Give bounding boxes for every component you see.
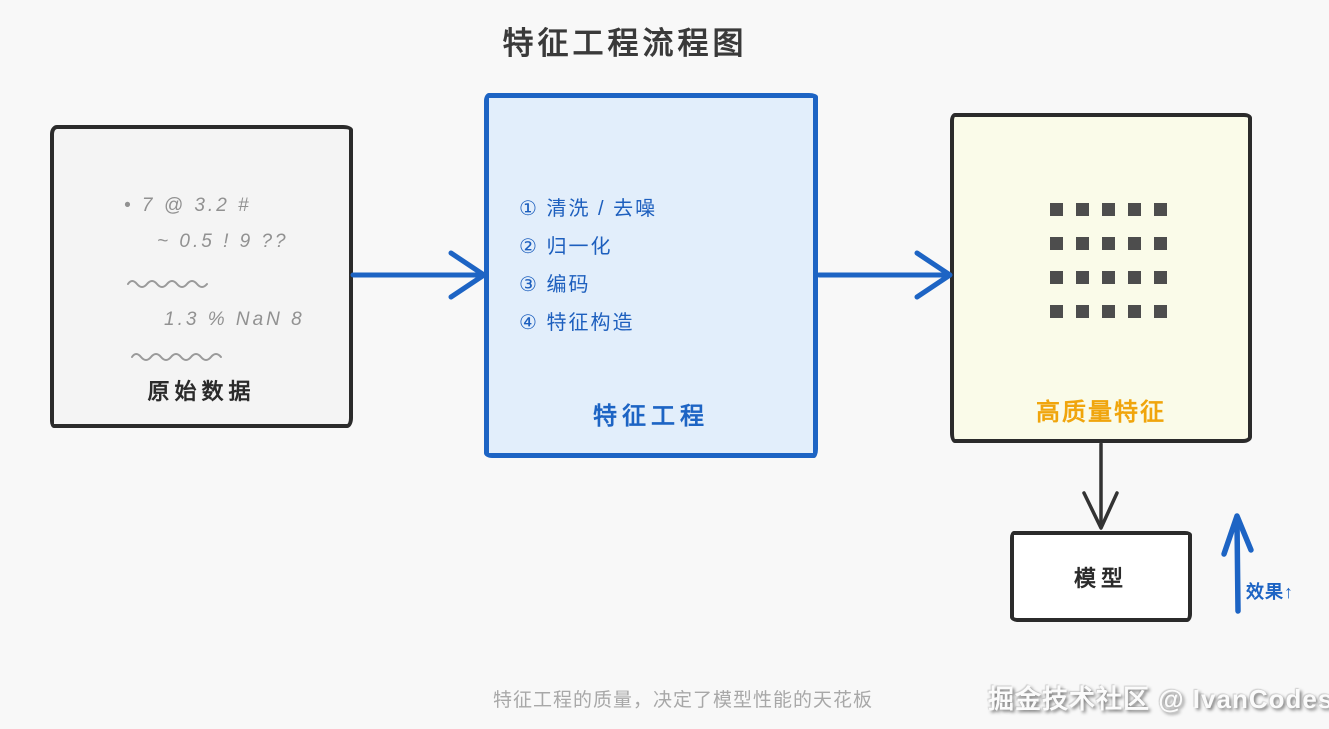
feature-square [1050,305,1063,318]
feature-square [1050,237,1063,250]
bottom-caption: 特征工程的质量，决定了模型性能的天花板 [493,690,874,711]
feature-square [1128,271,1141,284]
feature-square [1154,237,1167,250]
arrow-raw-to-feature-icon [350,250,487,300]
feature-step: ④ 特征构造 [519,312,635,334]
feature-square [1050,271,1063,284]
feature-step: ② 归一化 [519,236,613,258]
feature-square [1050,203,1063,216]
feature-square [1102,271,1115,284]
model-label: 模型 [1073,565,1128,591]
feature-square [1076,203,1089,216]
watermark-credit: 掘金技术社区 @ IvanCodes [988,684,1329,714]
raw-data-label: 原始数据 [147,379,256,404]
diagram-title: 特征工程流程图 [502,26,748,61]
model-box: 模型 [1010,531,1192,622]
feature-step: ③ 编码 [519,274,591,296]
raw-scribble-line: ~ 0.5 ! 9 ?? [157,231,289,252]
feature-engineering-label: 特征工程 [593,403,709,430]
feature-square [1154,203,1167,216]
feature-square [1102,203,1115,216]
raw-scribble-line: • 7 @ 3.2 # [124,195,252,216]
feature-square [1076,305,1089,318]
raw-data-box: • 7 @ 3.2 # ~ 0.5 ! 9 ?? 1.3 % NaN 8 原始数… [50,125,353,428]
high-quality-features-label: 高质量特征 [1036,399,1166,426]
feature-square [1128,203,1141,216]
feature-matrix [1050,203,1167,318]
feature-square [1102,237,1115,250]
feature-square [1102,305,1115,318]
feature-square [1154,305,1167,318]
feature-steps-list: ① 清洗 / 去噪 ② 归一化 ③ 编码 ④ 特征构造 [519,194,657,346]
arrow-quality-to-model-icon [1082,442,1119,530]
wavy-line-icon [127,280,208,288]
feature-square [1128,237,1141,250]
feature-engineering-box: ① 清洗 / 去噪 ② 归一化 ③ 编码 ④ 特征构造 特征工程 [484,93,818,458]
wavy-line-icon [131,353,222,361]
feature-square [1128,305,1141,318]
high-quality-features-box: 高质量特征 [950,113,1252,443]
effect-up-label: 效果↑ [1246,582,1294,602]
feature-square [1154,271,1167,284]
feature-step: ① 清洗 / 去噪 [519,198,658,220]
raw-scribble-line: 1.3 % NaN 8 [164,309,305,330]
feature-square [1076,237,1089,250]
arrow-feature-to-quality-icon [816,250,953,300]
feature-square [1076,271,1089,284]
